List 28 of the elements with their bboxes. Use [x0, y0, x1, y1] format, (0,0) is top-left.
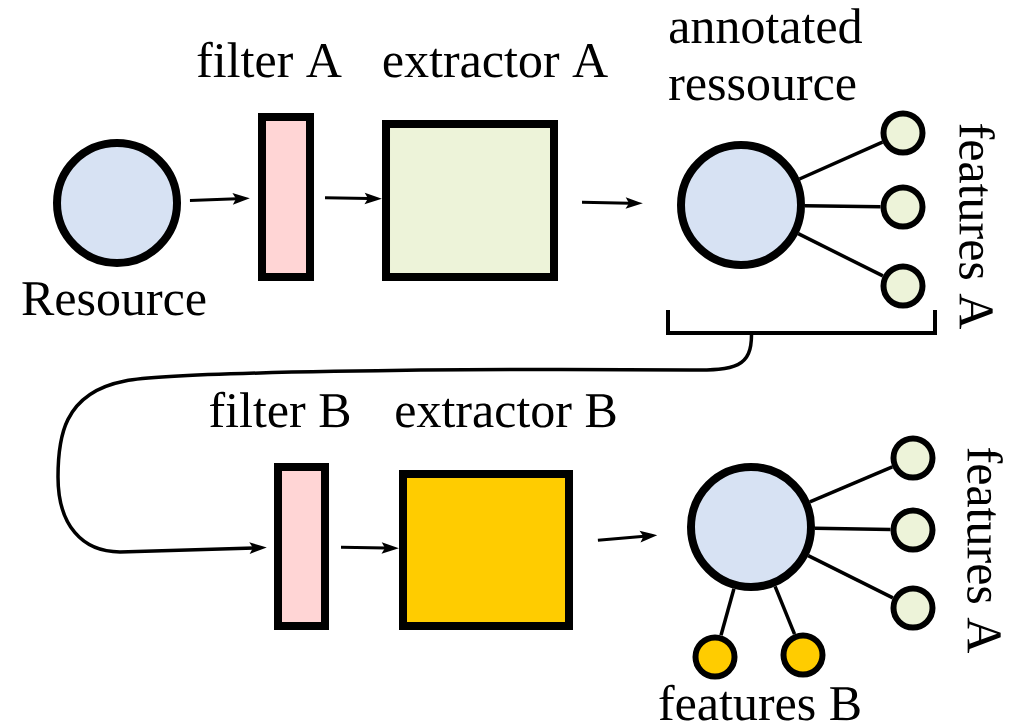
feature-circle: [880, 184, 926, 230]
feature-circle: [880, 263, 926, 309]
connector-line: [805, 204, 881, 209]
connector-line: [809, 465, 893, 504]
node-label: extractor A: [383, 44, 608, 78]
group-label: features B: [659, 684, 860, 721]
feature-circle: [692, 634, 738, 680]
group-label: features A: [959, 124, 995, 330]
curved-arrow: [56, 332, 754, 554]
node-label: extractor B: [396, 394, 616, 428]
connector-line: [798, 140, 884, 181]
feature-circle: [880, 110, 926, 156]
feature-circle: [780, 632, 826, 678]
node-label: filter A: [197, 41, 342, 78]
bracket: [666, 310, 937, 335]
feature-circle: [890, 507, 936, 553]
connector-line: [719, 588, 736, 636]
node-label: Resource: [22, 282, 206, 316]
node-label: annotated ressource: [669, 8, 862, 101]
group-label: features A: [967, 448, 1003, 654]
connector-line: [797, 232, 884, 278]
node-label: filter B: [210, 391, 350, 428]
connector-line: [814, 526, 891, 532]
feature-circle: [890, 435, 936, 481]
connector-line: [773, 585, 797, 635]
feature-circle: [890, 585, 936, 631]
annotated-resource-circle: [687, 463, 815, 591]
connector-line: [807, 554, 894, 600]
